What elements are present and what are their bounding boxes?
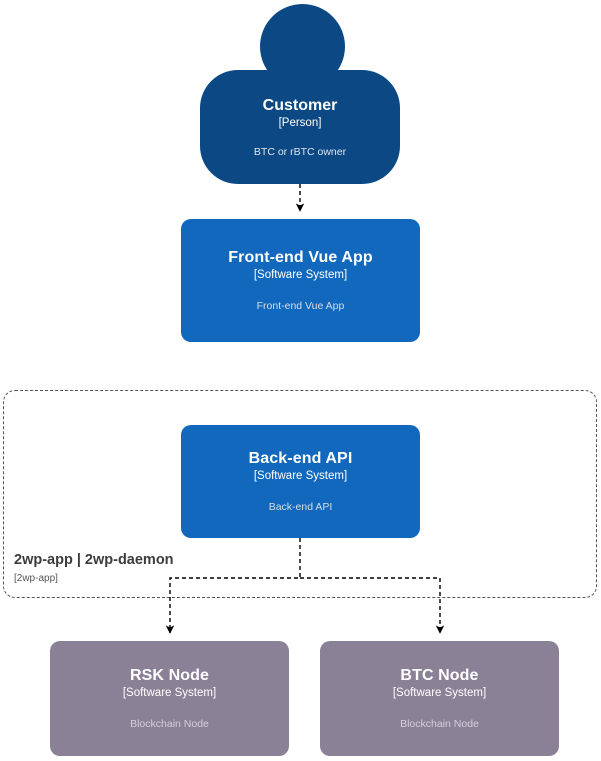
node-customer-title: Customer [262,96,338,114]
node-btc-node[interactable]: BTC Node [Software System] Blockchain No… [320,641,559,756]
node-btc-title: BTC Node [400,667,479,684]
node-btc-stereotype: [Software System] [392,687,487,699]
node-backend-title: Back-end API [248,450,353,467]
person-body: Customer [Person] BTC or rBTC owner [200,70,400,184]
node-frontend-vue-app[interactable]: Front-end Vue App [Software System] Fron… [181,219,420,342]
node-btc-description: Blockchain Node [400,718,479,730]
node-frontend-stereotype: [Software System] [253,269,348,281]
node-customer[interactable]: Customer [Person] BTC or rBTC owner [200,4,400,184]
node-customer-description: BTC or rBTC owner [253,145,347,158]
node-backend-api[interactable]: Back-end API [Software System] Back-end … [181,425,420,538]
node-customer-stereotype: [Person] [278,116,322,129]
node-rsk-node[interactable]: RSK Node [Software System] Blockchain No… [50,641,289,756]
node-frontend-description: Front-end Vue App [256,300,345,312]
node-frontend-title: Front-end Vue App [228,249,373,266]
node-rsk-title: RSK Node [129,667,210,684]
node-rsk-stereotype: [Software System] [122,687,217,699]
boundary-title: 2wp-app | 2wp-daemon [14,552,174,568]
boundary-stereotype: [2wp-app] [14,573,58,584]
node-backend-description: Back-end API [268,501,333,513]
node-rsk-description: Blockchain Node [130,718,209,730]
node-backend-stereotype: [Software System] [253,470,348,482]
